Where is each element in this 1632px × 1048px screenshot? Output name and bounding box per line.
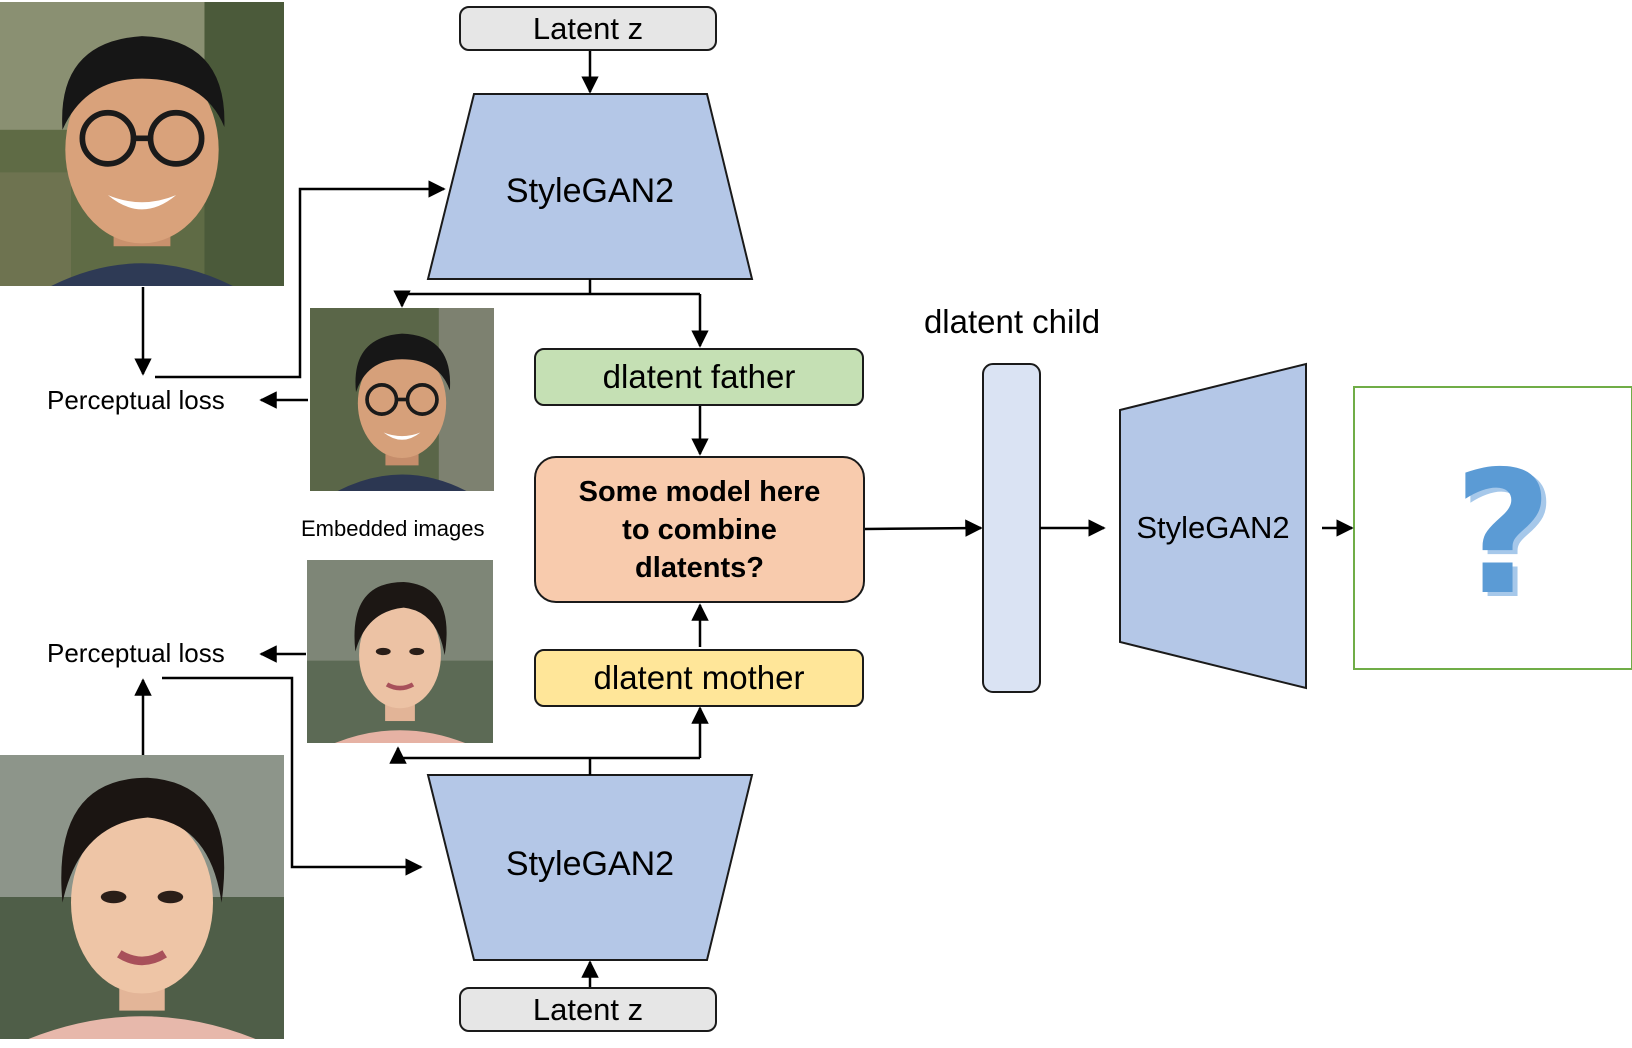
combine-model-box: Some model here to combine dlatents? <box>534 456 865 603</box>
latent-z-top-box: Latent z <box>459 6 717 51</box>
latent-z-bottom-box: Latent z <box>459 987 717 1032</box>
perceptual-loss-top-label: Perceptual loss <box>47 385 225 415</box>
stylegan2-child-label: StyleGAN2 <box>1136 510 1290 545</box>
output-box <box>1353 386 1632 670</box>
svg-text:?: ? <box>1459 439 1558 637</box>
dlatent-mother-label: dlatent mother <box>593 659 805 696</box>
question-mark-icon: ? ? <box>1454 435 1558 637</box>
father-photo <box>0 2 284 286</box>
dlatent-father-box: dlatent father <box>534 348 864 406</box>
stylegan2-child-shape <box>1119 362 1307 690</box>
stylegan2-top-label: StyleGAN2 <box>505 172 675 210</box>
mother-photo <box>0 755 284 1039</box>
connectors <box>134 51 1354 987</box>
latent-z-top-label: Latent z <box>532 10 644 46</box>
stylegan2-top-shape <box>426 93 754 280</box>
combine-model-line-3: dlatents? <box>635 551 764 584</box>
embedded-father-photo <box>310 308 494 491</box>
perceptual-loss-bottom-label: Perceptual loss <box>47 638 225 668</box>
combine-model-line-2: to combine <box>622 513 777 546</box>
dlatent-child-vector <box>982 363 1041 693</box>
combine-model-line-1: Some model here <box>578 475 821 508</box>
stylegan2-bottom-label: StyleGAN2 <box>505 845 675 883</box>
dlatent-father-label: dlatent father <box>602 358 796 395</box>
dlatent-child-label: dlatent child <box>923 303 1101 340</box>
embedded-images-label: Embedded images <box>301 516 485 541</box>
dlatent-mother-box: dlatent mother <box>534 649 864 707</box>
stylegan2-bottom-shape <box>426 774 754 961</box>
svg-text:?: ? <box>1454 435 1553 633</box>
embedded-mother-photo <box>307 560 493 743</box>
latent-z-bottom-label: Latent z <box>532 991 644 1027</box>
